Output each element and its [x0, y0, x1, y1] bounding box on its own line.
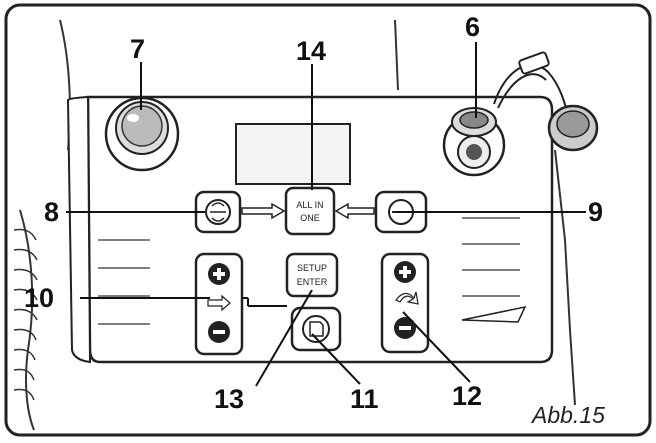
setup-enter-label-line1: SETUP [297, 263, 327, 273]
hose-outline [19, 209, 35, 431]
callout-9: 9 [588, 197, 604, 227]
callout-13: 13 [214, 384, 245, 414]
callout-10: 10 [24, 283, 55, 313]
setup-enter-label-line2: ENTER [297, 277, 328, 287]
callout-7: 7 [130, 34, 146, 64]
callout-14: 14 [296, 36, 327, 66]
left-function-icon [207, 294, 231, 312]
document-icon [309, 321, 324, 337]
rotation-button[interactable] [194, 190, 242, 234]
power-socket[interactable] [442, 107, 506, 177]
panel-emblem [461, 305, 527, 323]
callout-6: 6 [465, 12, 481, 42]
document-button[interactable] [290, 306, 342, 352]
panel-side [66, 95, 92, 364]
housing-outline-center [394, 19, 399, 91]
display-screen [235, 123, 351, 185]
all-in-one-label-line2: ONE [300, 213, 320, 223]
leader-lines [66, 42, 586, 387]
socket-cap [493, 51, 599, 152]
figure-caption: Abb.15 [532, 402, 605, 428]
callout-11: 11 [350, 384, 379, 414]
right-function-icon [395, 291, 419, 305]
indicator-arrows [241, 202, 375, 220]
callout-8: 8 [44, 197, 60, 227]
rotary-knob[interactable] [104, 96, 180, 172]
left-plus-minus-rocker[interactable] [194, 252, 244, 356]
panel-marking-lines [98, 217, 520, 325]
setup-enter-button[interactable]: SETUP ENTER [285, 252, 339, 298]
housing-outline-right [554, 149, 576, 406]
callout-12: 12 [452, 381, 483, 411]
all-in-one-button[interactable]: ALL IN ONE [284, 186, 336, 236]
outer-frame [4, 3, 652, 437]
hose-ribs [13, 228, 38, 401]
right-plus-minus-rocker[interactable] [380, 252, 430, 354]
all-in-one-label-line1: ALL IN [296, 200, 323, 210]
